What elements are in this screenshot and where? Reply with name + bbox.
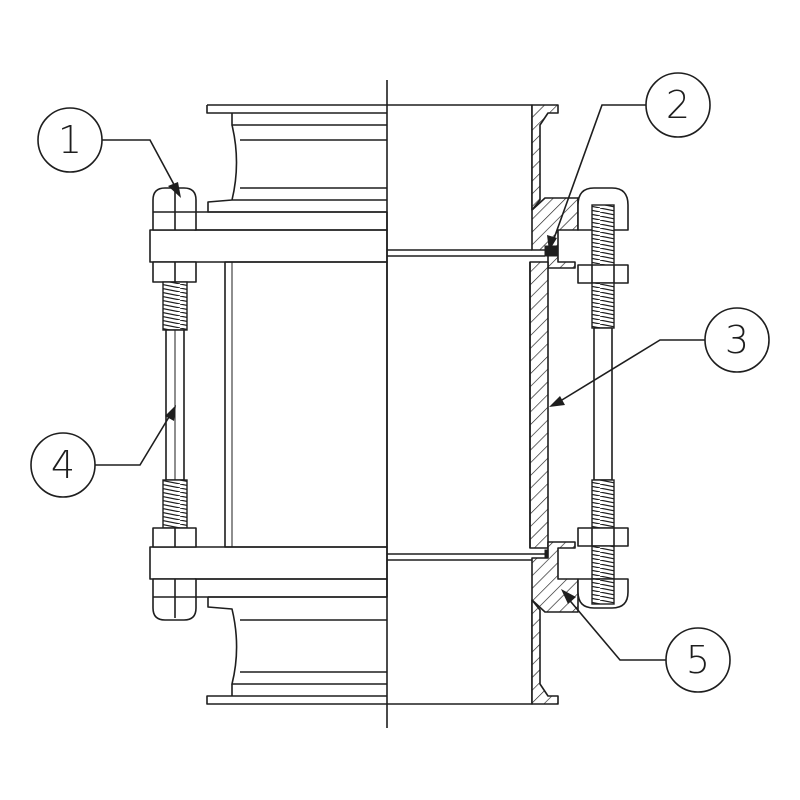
callout-4: 4	[30, 405, 176, 498]
callout-1: 1	[37, 107, 181, 198]
right-section-view	[387, 104, 579, 705]
callout-3-number: 3	[725, 318, 749, 362]
callout-5-number: 5	[686, 638, 710, 682]
callout-2: 2	[547, 72, 711, 251]
callout-3: 3	[549, 307, 770, 407]
callout-1-number: 1	[58, 118, 82, 162]
callout-5: 5	[561, 589, 731, 693]
right-tie-rod	[577, 187, 629, 609]
callout-4-number: 4	[51, 443, 75, 487]
callout-2-number: 2	[666, 83, 690, 127]
left-tie-rod	[152, 187, 197, 621]
